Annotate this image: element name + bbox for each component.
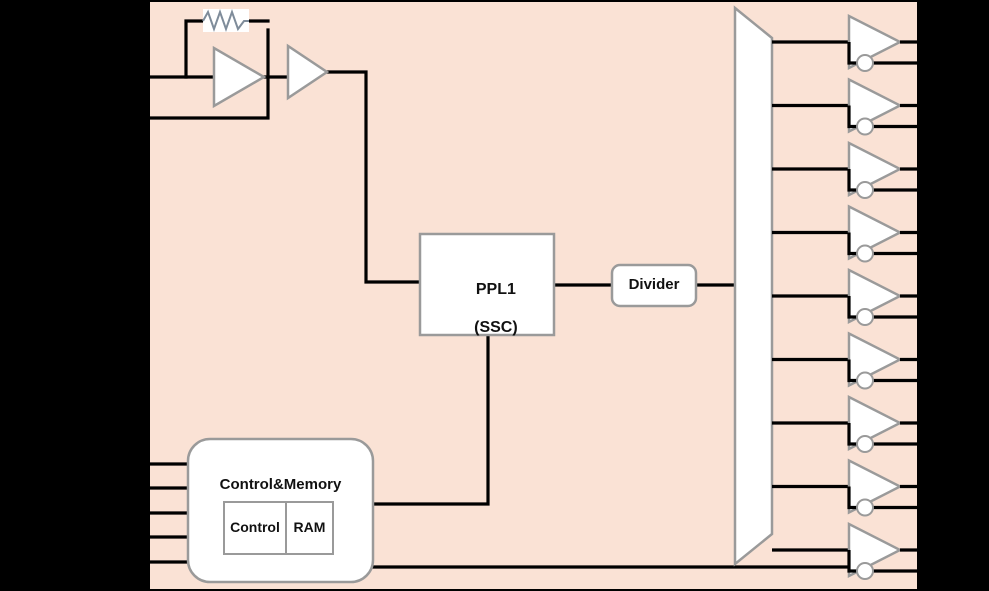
mux-output-taps <box>772 40 849 552</box>
output-complement-9 <box>847 550 917 573</box>
inversion-bubble-2 <box>856 117 874 136</box>
inversion-bubble-4 <box>856 244 874 263</box>
inversion-bubble-9 <box>856 562 874 580</box>
xtal-buffer-amp[interactable] <box>286 43 330 101</box>
ram-subblock[interactable] <box>285 501 334 555</box>
divider-block[interactable] <box>610 263 698 308</box>
resistor-zigzag-icon <box>202 8 249 33</box>
output-mux[interactable] <box>733 5 774 567</box>
output-complement-8 <box>847 486 917 510</box>
output-complement-5 <box>847 296 917 319</box>
inversion-bubble-3 <box>856 181 874 199</box>
output-complement-4 <box>847 232 917 256</box>
output-complement-1 <box>847 42 917 65</box>
wire-feedback-left <box>184 19 205 79</box>
inversion-bubble-7 <box>856 435 874 453</box>
wire-amp2-to-pll <box>325 70 422 284</box>
output-complement-6 <box>847 359 917 383</box>
output-complement-2 <box>847 105 917 129</box>
pll-block[interactable] <box>418 232 556 337</box>
output-buffer-layer <box>847 13 917 580</box>
wire-xout-pin <box>148 28 270 120</box>
control-subblock[interactable] <box>223 501 287 555</box>
output-complement-3 <box>847 169 917 192</box>
inversion-bubble-6 <box>856 371 874 390</box>
inversion-bubble-1 <box>856 54 874 72</box>
wire-pll-to-control <box>371 333 490 506</box>
xtal-input-amp[interactable] <box>212 45 267 109</box>
inversion-bubble-8 <box>856 498 874 517</box>
output-complement-7 <box>847 423 917 446</box>
inversion-bubble-5 <box>856 308 874 326</box>
